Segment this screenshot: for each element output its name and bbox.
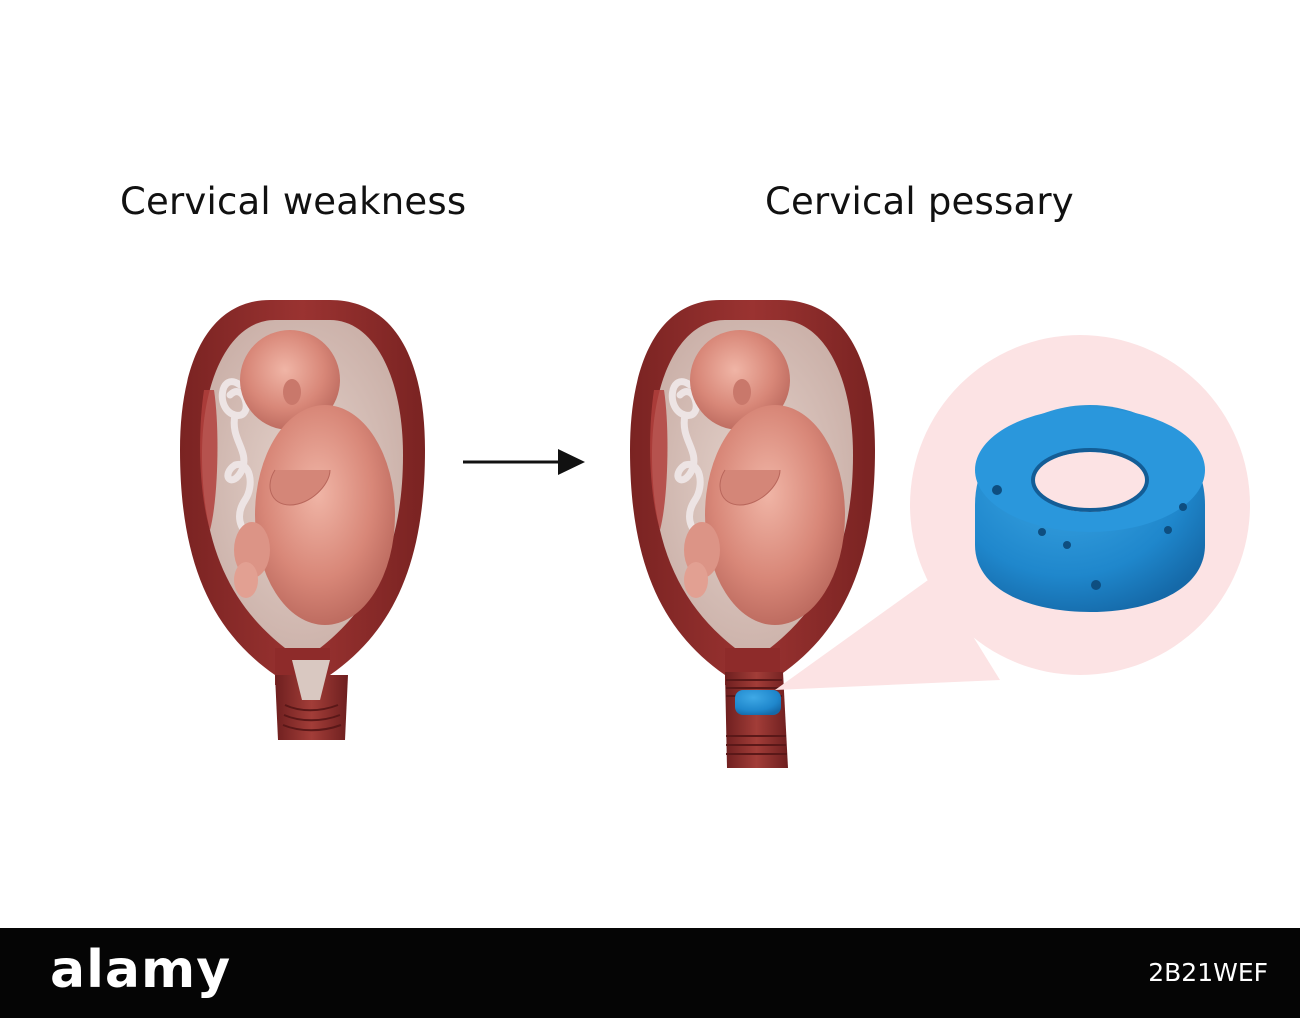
image-id-label: 2B21WEF: [1148, 958, 1268, 987]
cervix-weak: [275, 660, 348, 740]
pessary-ring-icon: [975, 405, 1205, 612]
pessary-inserted: [735, 690, 781, 715]
uterus-weak-cervix: [180, 300, 425, 685]
cervix-with-pessary: [725, 672, 788, 768]
anatomy-illustration: [0, 0, 1250, 768]
illustration-canvas: Cervical weakness Cervical pessary: [0, 0, 1250, 768]
label-cervical-weakness: Cervical weakness: [120, 180, 467, 223]
arrow-icon: [463, 449, 585, 475]
brand-logo: alamy: [50, 940, 232, 1000]
label-cervical-pessary: Cervical pessary: [765, 180, 1074, 223]
footer-bar: alamy 2B21WEF: [0, 928, 1300, 1018]
uterus-with-pessary: [630, 300, 875, 685]
